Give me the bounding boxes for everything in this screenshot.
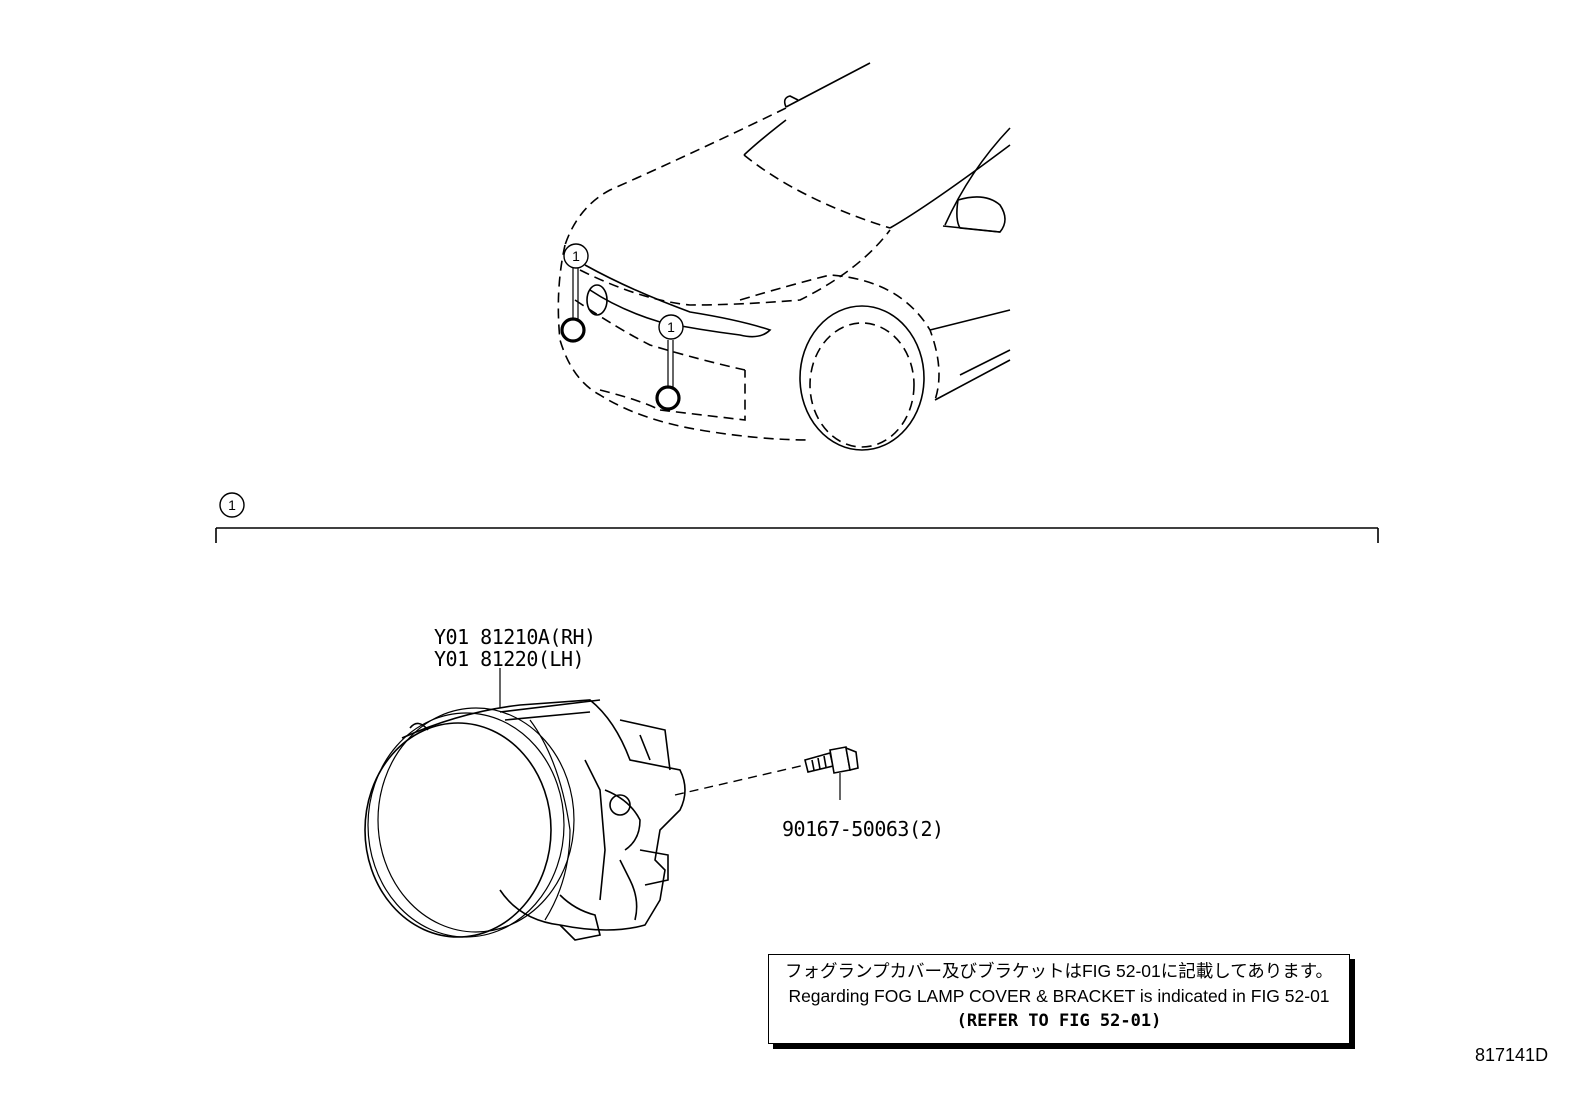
callout-number: 1: [228, 497, 236, 513]
part-number-bolt[interactable]: 90167-50063(2): [782, 817, 944, 841]
figure-id: 817141D: [1475, 1045, 1549, 1065]
car-front-illustration: [557, 62, 1011, 451]
fog-lamp-illustration: [364, 668, 806, 941]
group-bracket: [215, 527, 1379, 543]
note-english: Regarding FOG LAMP COVER & BRACKET is in…: [788, 986, 1330, 1006]
callout-marker-lower: 1: [658, 314, 684, 340]
callout-marker-upper-left: 1: [563, 243, 589, 269]
callout-marker-group: 1: [219, 492, 245, 518]
callout-number: 1: [572, 248, 580, 264]
callout-number: 1: [667, 319, 675, 335]
note-reference-link[interactable]: (REFER TO FIG 52-01): [956, 1011, 1162, 1031]
note-box: フォグランプカバー及びブラケットはFIG 52-01に記載してあります。 Reg…: [768, 954, 1350, 1044]
bolt-illustration: [804, 746, 859, 800]
part-number-fog-lamp-rh[interactable]: Y01 81210A(RH): [434, 625, 596, 649]
part-number-fog-lamp-lh[interactable]: Y01 81220(LH): [434, 647, 585, 671]
note-japanese: フォグランプカバー及びブラケットはFIG 52-01に記載してあります。: [785, 961, 1333, 981]
